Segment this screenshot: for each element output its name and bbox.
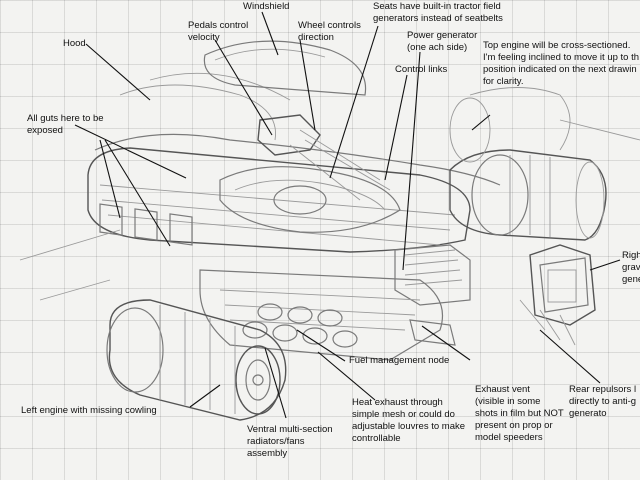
label-guts-exposed: All guts here to be exposed [27,113,104,136]
label-wheel: Wheel controls direction [298,20,361,43]
hood-shape [94,133,501,186]
label-right-grav: Righ grav gene [622,250,640,285]
label-ventral-radiators: Ventral multi-section radiators/fans ass… [247,424,333,459]
windshield-shape [203,40,367,96]
left-engine [108,299,287,421]
label-rear-repulsors: Rear repulsors l directly to anti-g gene… [569,384,637,419]
steering-assembly [257,114,321,156]
label-left-engine: Left engine with missing cowling [21,405,157,416]
label-fuel-management: Fuel management node [349,355,450,366]
label-exhaust-vent: Exhaust vent (visible in some shots in f… [475,384,564,443]
lower-chassis [199,269,444,361]
top-engine [449,149,607,241]
label-control-links: Control links [395,64,448,75]
label-hood: Hood [63,38,86,49]
right-grav-generator [529,244,596,326]
label-power-generator: Power generator (one ach side) [407,30,478,53]
ventral-radiators [242,303,358,348]
label-heat-exhaust: Heat exhaust through simple mesh or coul… [352,397,466,444]
label-top-engine: Top engine will be cross-sectioned. I'm … [483,40,640,87]
label-seats: Seats have built-in tractor field genera… [373,1,503,24]
exhaust-vent [409,319,456,346]
cockpit [219,166,401,233]
leader-lines [74,11,621,419]
label-pedals: Pedals control velocity [188,20,249,43]
label-windshield: Windshield [243,1,290,12]
power-generator [394,244,471,306]
